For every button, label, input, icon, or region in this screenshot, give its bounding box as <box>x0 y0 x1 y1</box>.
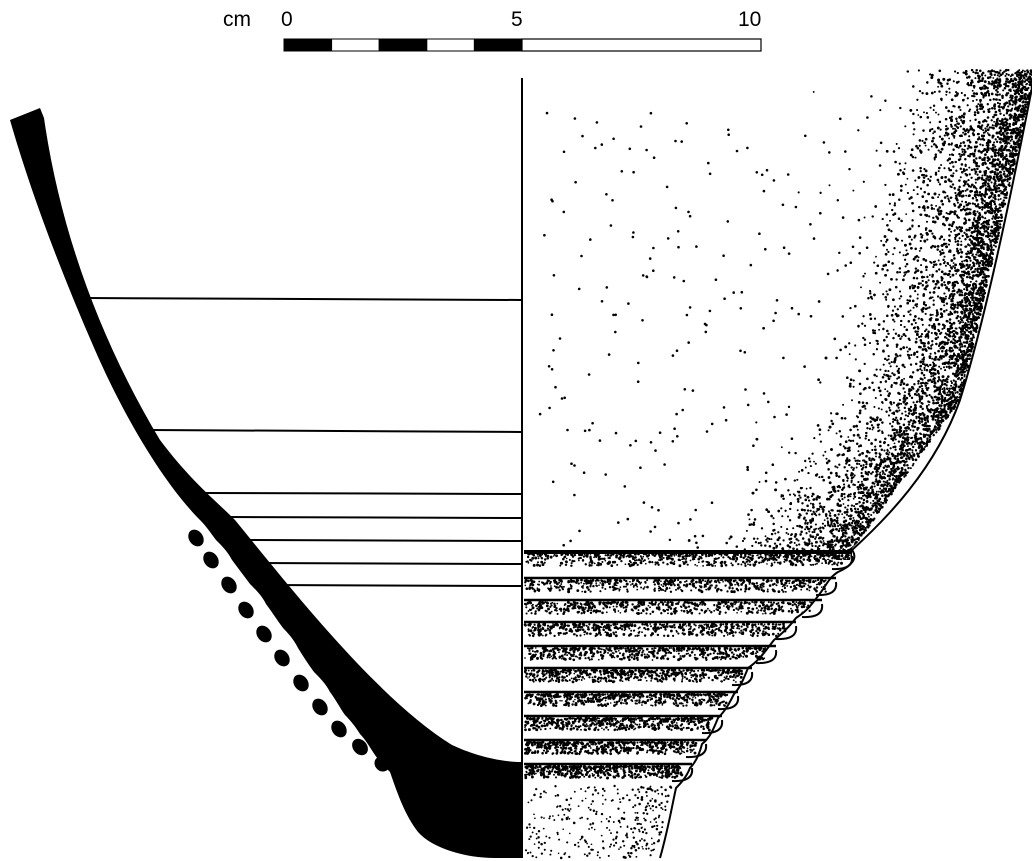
scale-segment-5 <box>473 38 523 52</box>
interior-lines <box>85 297 523 587</box>
exterior-rib-bands <box>523 550 854 783</box>
scale-segment-4 <box>426 38 475 52</box>
scale-segment-6 <box>521 38 762 52</box>
scale-label-0: 0 <box>281 8 293 31</box>
base-stipple <box>524 784 673 860</box>
exterior-stipple <box>538 68 1032 560</box>
vessel-section-profile <box>10 108 522 858</box>
section-ribs <box>188 529 390 772</box>
scale-label-10: 10 <box>738 8 761 31</box>
scale-segment-1 <box>283 38 333 52</box>
exterior-outline <box>659 87 1032 859</box>
scale-segment-3 <box>378 38 428 52</box>
scale-label-5: 5 <box>511 8 523 31</box>
scale-segment-2 <box>331 38 380 52</box>
scale-unit-label: cm <box>223 8 251 31</box>
scale-bar: cm 0 5 10 <box>223 8 762 52</box>
